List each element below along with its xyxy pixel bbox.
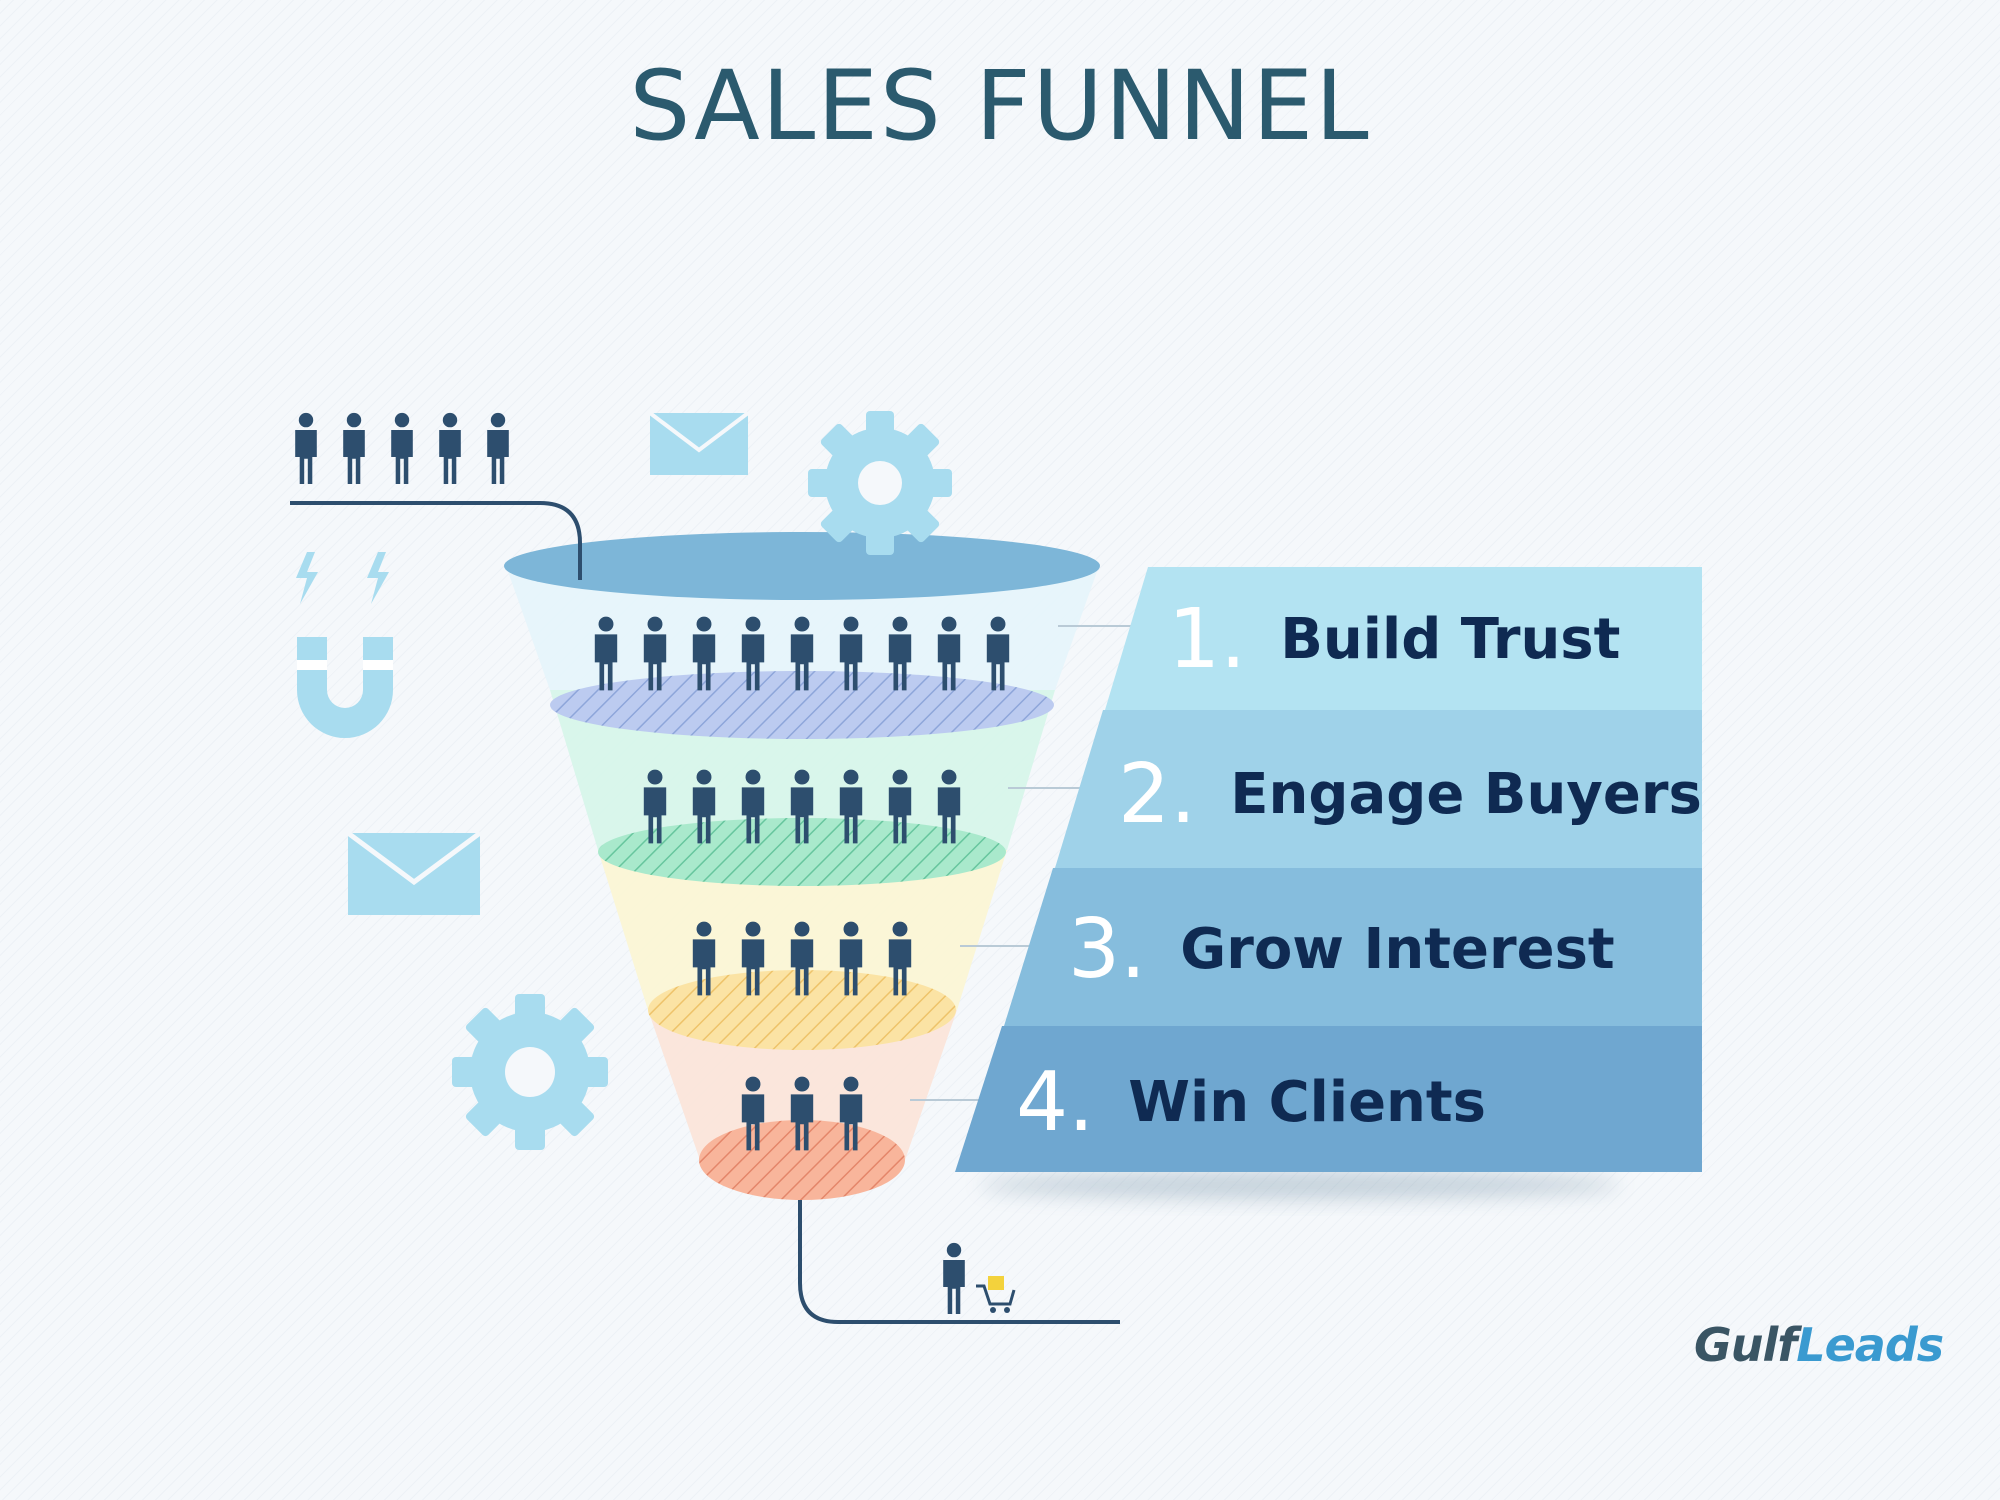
stage-3: 3. Grow Interest [1068,875,1615,1023]
stage-1: 1. Build Trust [1168,565,1620,713]
stage-2: 2. Engage Buyers [1118,720,1702,868]
page-title: SALES FUNNEL [629,50,1371,162]
funnel-disc-1 [550,671,1054,739]
stage-4: 4. Win Clients [1016,1028,1486,1176]
stage-band-4 [955,1026,1702,1172]
stage-band-2 [1055,710,1702,868]
people-group-icon [295,412,509,484]
stage-4-number: 4. [1016,1054,1095,1150]
envelope-icon-2 [346,830,482,915]
gear-icon-2 [452,994,608,1150]
funnel-top [504,532,1100,600]
stage-band-1 [1105,567,1702,710]
envelope-icon [648,411,750,475]
brand-logo: GulfLeads [1694,1318,1944,1372]
stage-band-3 [1004,868,1702,1026]
shopper-with-cart-icon [943,1242,1016,1314]
gear-icon [808,411,952,555]
funnel-disc-3 [648,970,956,1050]
stage-3-number: 3. [1068,901,1147,997]
stage-1-label: Build Trust [1280,606,1621,672]
stage-3-label: Grow Interest [1180,916,1615,982]
brand-logo-part-2: Leads [1796,1318,1944,1372]
funnel-disc-4 [699,1120,905,1200]
stage-2-number: 2. [1118,746,1197,842]
brand-logo-part-1: Gulf [1694,1318,1797,1372]
lightning-icon [296,552,389,604]
output-line [798,1200,1120,1324]
stage-connectors [910,625,1135,1101]
magnet-icon [297,637,393,738]
stage-1-number: 1. [1168,591,1247,687]
input-line [290,501,582,580]
stage-2-label: Engage Buyers [1230,761,1702,827]
stage-4-label: Win Clients [1128,1069,1487,1135]
